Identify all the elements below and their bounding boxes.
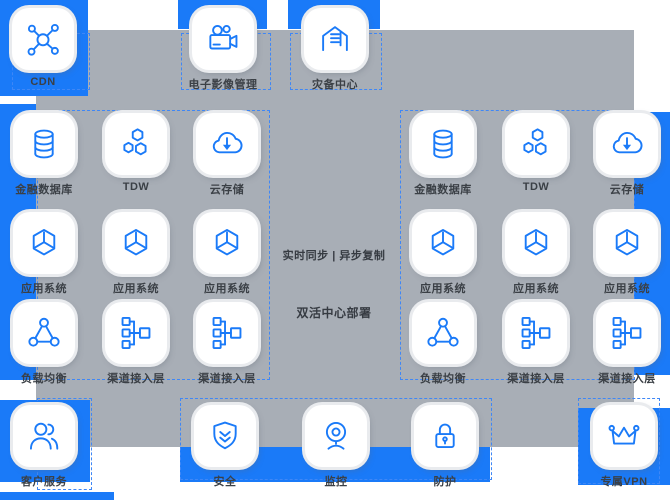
cube-icon (25, 224, 63, 262)
cloud-download-icon (208, 125, 246, 163)
tile (196, 212, 258, 274)
tile (105, 212, 167, 274)
tile-label: 负载均衡 (21, 373, 67, 385)
tile-label: 金融数据库 (414, 184, 472, 196)
tile-label: 专属VPN (600, 476, 648, 488)
tile (12, 8, 74, 70)
channel-access-icon (117, 314, 155, 352)
tile-label: 云存储 (609, 184, 645, 196)
tile-label: 渠道接入层 (198, 373, 256, 385)
blue-accent (0, 492, 114, 500)
load-balancer-icon (424, 314, 462, 352)
tile-label: 监控 (324, 476, 348, 488)
tdw-icon (117, 125, 155, 163)
tile (593, 405, 655, 467)
tile (596, 302, 658, 364)
cloud-download-icon (608, 125, 646, 163)
tile-label: 电子影像管理 (188, 79, 258, 91)
tile-label: 防护 (433, 476, 457, 488)
tile (13, 113, 75, 175)
tile (414, 405, 476, 467)
tile-label: 应用系统 (204, 283, 250, 295)
tile (194, 405, 256, 467)
architecture-title: 双活中心部署 (296, 306, 372, 320)
sync-mode-label: 实时同步 | 异步复制 (282, 250, 386, 262)
tile (505, 302, 567, 364)
tile-label: 负载均衡 (420, 373, 466, 385)
tile-label: 灾备中心 (312, 79, 358, 91)
tile (412, 113, 474, 175)
tile (505, 113, 567, 175)
shield-icon (206, 417, 244, 455)
cdn-icon (24, 20, 62, 58)
tile-label: 应用系统 (604, 283, 650, 295)
tile (596, 212, 658, 274)
tile-label: CDN (30, 76, 56, 88)
tile (192, 8, 254, 70)
tile-label: TDW (122, 181, 150, 193)
tile-label: 渠道接入层 (507, 373, 565, 385)
tile-label: 金融数据库 (15, 184, 73, 196)
load-balancer-icon (25, 314, 63, 352)
tile-label: 渠道接入层 (598, 373, 656, 385)
tile-label: 应用系统 (113, 283, 159, 295)
webcam-icon (317, 417, 355, 455)
tile (412, 302, 474, 364)
dashed-zone-security (180, 398, 492, 480)
database-icon (424, 125, 462, 163)
tile (305, 405, 367, 467)
warehouse-icon (316, 20, 354, 58)
tile (412, 212, 474, 274)
tile-label: 客户服务 (21, 476, 67, 488)
tile (505, 212, 567, 274)
tile (105, 302, 167, 364)
channel-access-icon (208, 314, 246, 352)
database-icon (25, 125, 63, 163)
tile (13, 302, 75, 364)
tile (196, 113, 258, 175)
users-icon (25, 417, 63, 455)
video-camera-icon (204, 20, 242, 58)
tile (304, 8, 366, 70)
tile (13, 405, 75, 467)
tile-label: 渠道接入层 (107, 373, 165, 385)
cube-icon (424, 224, 462, 262)
tile-label: 应用系统 (513, 283, 559, 295)
lock-icon (426, 417, 464, 455)
cube-icon (208, 224, 246, 262)
tile (196, 302, 258, 364)
tile (105, 113, 167, 175)
cube-icon (117, 224, 155, 262)
channel-access-icon (608, 314, 646, 352)
cube-icon (608, 224, 646, 262)
tile-label: 应用系统 (21, 283, 67, 295)
tile-label: 应用系统 (420, 283, 466, 295)
tile-label: TDW (522, 181, 550, 193)
crown-icon (605, 417, 643, 455)
cube-icon (517, 224, 555, 262)
tdw-icon (517, 125, 555, 163)
tile (13, 212, 75, 274)
tile (596, 113, 658, 175)
tile-label: 云存储 (209, 184, 245, 196)
dashed-zone-vpn (578, 398, 660, 484)
tile-label: 安全 (213, 476, 237, 488)
channel-access-icon (517, 314, 555, 352)
